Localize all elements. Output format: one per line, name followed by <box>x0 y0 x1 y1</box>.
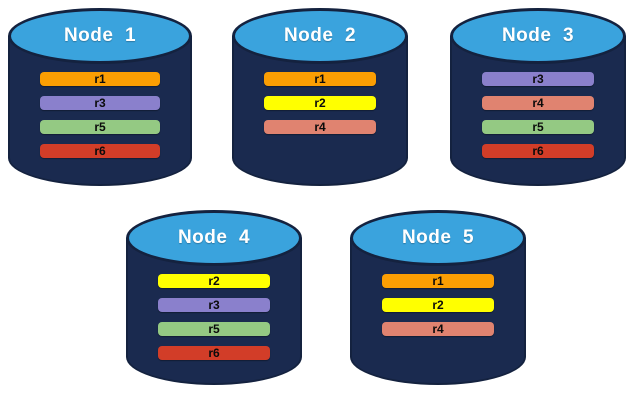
shard-bar[interactable]: r5 <box>158 322 270 336</box>
shard-bar[interactable]: r3 <box>40 96 160 110</box>
shard-list: r3 r4 r5 r6 <box>450 72 626 158</box>
shard-list: r2 r3 r5 r6 <box>126 274 302 360</box>
shard-label: r6 <box>208 346 220 360</box>
shard-label: r2 <box>432 298 444 312</box>
shard-label: r3 <box>94 96 106 110</box>
cylinder-top <box>450 8 626 64</box>
shard-list: r1 r2 r4 <box>350 274 526 336</box>
cylinder-top <box>350 210 526 266</box>
shard-list: r1 r3 r5 r6 <box>8 72 192 158</box>
shard-bar[interactable]: r6 <box>158 346 270 360</box>
shard-label: r5 <box>208 322 220 336</box>
shard-label: r3 <box>208 298 220 312</box>
shard-bar[interactable]: r5 <box>482 120 594 134</box>
shard-label: r2 <box>208 274 220 288</box>
shard-label: r6 <box>532 144 544 158</box>
shard-bar[interactable]: r2 <box>264 96 376 110</box>
shard-bar[interactable]: r1 <box>40 72 160 86</box>
shard-bar[interactable]: r1 <box>264 72 376 86</box>
shard-bar[interactable]: r3 <box>482 72 594 86</box>
shard-bar[interactable]: r5 <box>40 120 160 134</box>
shard-label: r4 <box>432 322 444 336</box>
shard-label: r4 <box>314 120 326 134</box>
cylinder-top <box>126 210 302 266</box>
shard-bar[interactable]: r6 <box>482 144 594 158</box>
shard-label: r2 <box>314 96 326 110</box>
shard-bar[interactable]: r1 <box>382 274 494 288</box>
shard-label: r5 <box>532 120 544 134</box>
shard-list: r1 r2 r4 <box>232 72 408 134</box>
shard-label: r4 <box>532 96 544 110</box>
cylinder-top <box>8 8 192 64</box>
shard-bar[interactable]: r2 <box>158 274 270 288</box>
shard-bar[interactable]: r4 <box>482 96 594 110</box>
shard-label: r1 <box>432 274 444 288</box>
shard-bar[interactable]: r3 <box>158 298 270 312</box>
shard-label: r1 <box>94 72 106 86</box>
shard-bar[interactable]: r2 <box>382 298 494 312</box>
shard-bar[interactable]: r4 <box>382 322 494 336</box>
cylinder-top <box>232 8 408 64</box>
shard-label: r5 <box>94 120 106 134</box>
shard-label: r1 <box>314 72 326 86</box>
shard-label: r6 <box>94 144 106 158</box>
shard-bar[interactable]: r4 <box>264 120 376 134</box>
shard-bar[interactable]: r6 <box>40 144 160 158</box>
shard-label: r3 <box>532 72 544 86</box>
